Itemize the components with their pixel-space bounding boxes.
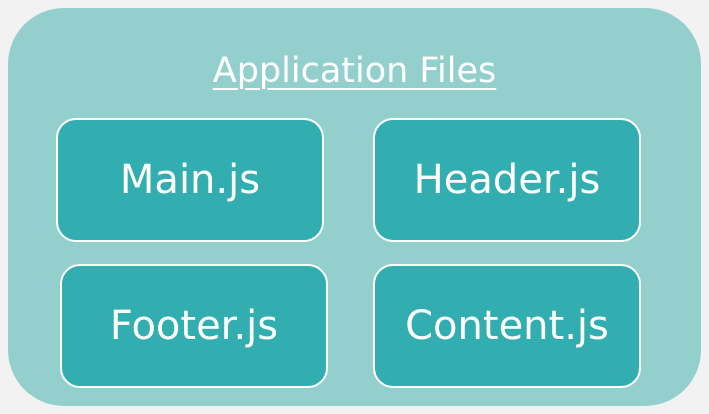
file-box-main-js: Main.js xyxy=(56,118,324,242)
file-label-main-js: Main.js xyxy=(119,157,261,203)
file-label-footer-js: Footer.js xyxy=(109,303,279,349)
file-label-content-js: Content.js xyxy=(405,303,609,349)
file-label-header-js: Header.js xyxy=(413,157,601,203)
diagram-title: Application Files xyxy=(212,51,497,91)
file-box-header-js: Header.js xyxy=(373,118,641,242)
file-box-content-js: Content.js xyxy=(373,264,641,388)
file-box-footer-js: Footer.js xyxy=(60,264,328,388)
application-files-container: Application Files Main.js Header.js Foot… xyxy=(8,8,701,406)
